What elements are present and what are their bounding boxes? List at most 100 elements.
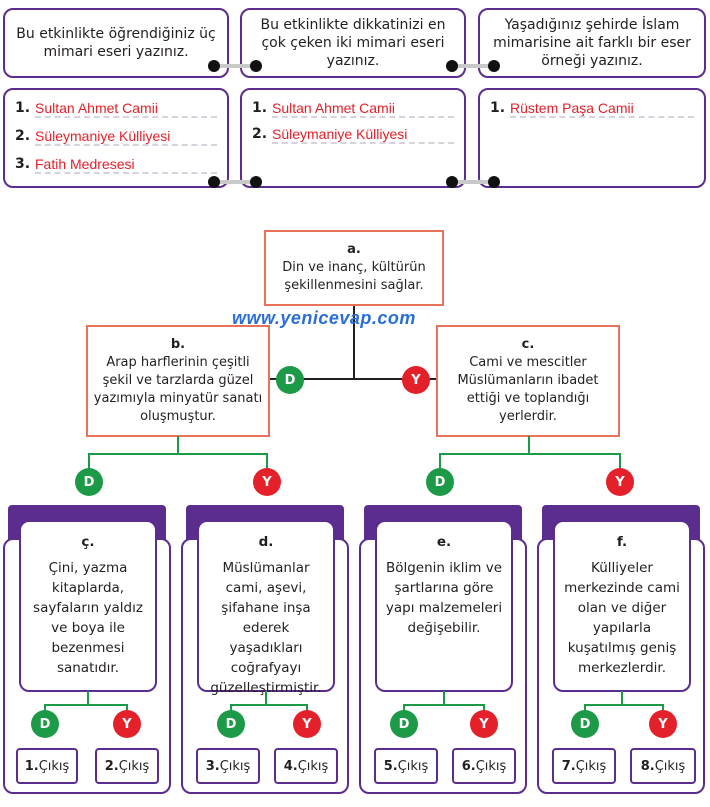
exit-box-2: 2.Çıkış [95, 748, 159, 784]
answer-box-2: 1. Sultan Ahmet Camii 2. Süleymaniye Kül… [240, 88, 466, 188]
exit-number: 1. [24, 758, 39, 774]
false-circle-icon: Y [649, 710, 677, 738]
binder-bar [452, 64, 492, 68]
false-circle-icon: Y [470, 710, 498, 738]
binder-bar [214, 64, 254, 68]
binder-ring-icon [208, 60, 220, 72]
exit-label: Çıkış [475, 758, 507, 774]
exit-label: Çıkış [297, 758, 329, 774]
statement-label: d. [258, 534, 274, 550]
answer-number: 1. [252, 100, 268, 116]
answer-text: Sultan Ahmet Camii [272, 100, 395, 116]
statement-box-f: f. Külliyeler merkezinde cami olan ve di… [553, 520, 691, 692]
exit-label: Çıkış [575, 758, 607, 774]
answer-number: 3. [15, 156, 31, 172]
statement-text: Külliyeler merkezinde cami olan ve diğer… [564, 560, 680, 676]
statement-label: b. [170, 337, 186, 352]
statement-text: Çini, yazma kitaplarda, sayfaların yaldı… [33, 560, 143, 676]
exit-number: 5. [383, 758, 398, 774]
question-box-2: Bu etkinlikte dikkatinizi en çok çeken i… [240, 8, 466, 78]
exit-number: 7. [561, 758, 576, 774]
true-circle-icon: D [426, 468, 454, 496]
exit-number: 4. [283, 758, 298, 774]
watermark: www.yenicevap.com [232, 308, 416, 328]
dashed-line [35, 116, 217, 118]
true-circle-icon: D [217, 710, 245, 738]
answer-box-3: 1. Rüstem Paşa Camii [478, 88, 706, 188]
answer-number: 2. [15, 128, 31, 144]
exit-label: Çıkış [118, 758, 150, 774]
connector-line [584, 704, 664, 706]
binder-bar [452, 180, 492, 184]
answer-text: Fatih Medresesi [35, 156, 135, 172]
exit-number: 8. [640, 758, 655, 774]
statement-label: f. [616, 534, 628, 550]
binder-ring-icon [208, 176, 220, 188]
exit-box-6: 6.Çıkış [452, 748, 516, 784]
binder-ring-icon [446, 60, 458, 72]
answer-number: 1. [15, 100, 31, 116]
true-circle-icon: D [276, 366, 304, 394]
answer-number: 1. [490, 100, 506, 116]
connector-line [621, 691, 623, 705]
exit-label: Çıkış [397, 758, 429, 774]
statement-text: Cami ve mescitler Müslümanların ibadet e… [457, 355, 599, 424]
statement-box-d: d. Müslümanlar cami, aşevi, şifahane inş… [197, 520, 335, 696]
statement-text: Arap harflerinin çeşitli şekil ve tarzla… [93, 355, 263, 424]
connector-line [265, 691, 267, 705]
connector-line [44, 704, 128, 706]
question-box-1: Bu etkinlikte öğrendiğiniz üç mimari ese… [3, 8, 229, 78]
statement-box-c-cedilla: ç. Çini, yazma kitaplarda, sayfaların ya… [19, 520, 157, 692]
exit-number: 2. [104, 758, 119, 774]
statement-label: a. [347, 242, 361, 257]
connector-line [439, 453, 441, 471]
connector-line [619, 453, 621, 471]
true-circle-icon: D [390, 710, 418, 738]
answer-line: 1. Sultan Ahmet Camii [15, 98, 217, 120]
false-circle-icon: Y [253, 468, 281, 496]
exit-label: Çıkış [38, 758, 70, 774]
connector-line [403, 704, 485, 706]
connector-line [353, 305, 355, 379]
connector-line [88, 453, 268, 455]
answer-box-1: 1. Sultan Ahmet Camii 2. Süleymaniye Kül… [3, 88, 229, 188]
connector-line [443, 691, 445, 705]
connector-line [439, 453, 621, 455]
connector-line [177, 436, 179, 454]
statement-label: e. [436, 534, 452, 550]
connector-line [403, 704, 405, 714]
connector-line [88, 453, 90, 471]
dashed-line [272, 116, 454, 118]
dashed-line [35, 144, 217, 146]
connector-line [662, 704, 664, 714]
connector-line [126, 704, 128, 714]
exit-box-7: 7.Çıkış [552, 748, 616, 784]
answer-line: 1. Sultan Ahmet Camii [252, 98, 454, 120]
dashed-line [35, 172, 217, 174]
statement-text: Bölgenin iklim ve şartlarına göre yapı m… [385, 560, 503, 636]
connector-line [268, 378, 438, 380]
exit-box-8: 8.Çıkış [630, 748, 696, 784]
statement-box-b: b. Arap harflerinin çeşitli şekil ve tar… [86, 325, 270, 437]
exit-label: Çıkış [654, 758, 686, 774]
statement-box-a: a. Din ve inanç, kültürün şekillenmesini… [264, 230, 444, 306]
statement-box-e: e. Bölgenin iklim ve şartlarına göre yap… [375, 520, 513, 692]
exit-number: 6. [461, 758, 476, 774]
connector-line [584, 704, 586, 714]
exit-box-5: 5.Çıkış [374, 748, 438, 784]
binder-ring-icon [250, 60, 262, 72]
statement-label: ç. [81, 534, 95, 550]
question-text: Yaşadığınız şehirde İslam mimarisine ait… [493, 17, 691, 69]
true-circle-icon: D [31, 710, 59, 738]
question-text: Bu etkinlikte dikkatinizi en çok çeken i… [260, 17, 446, 69]
statement-text: Müslümanlar cami, aşevi, şifahane inşa e… [210, 560, 322, 696]
exit-label: Çıkış [219, 758, 251, 774]
connector-line [230, 704, 308, 706]
answer-line: 2. Süleymaniye Külliyesi [252, 124, 454, 146]
exit-box-4: 4.Çıkış [274, 748, 338, 784]
false-circle-icon: Y [402, 366, 430, 394]
answer-line: 1. Rüstem Paşa Camii [490, 98, 694, 120]
connector-line [528, 436, 530, 454]
binder-bar [214, 180, 254, 184]
binder-ring-icon [250, 176, 262, 188]
